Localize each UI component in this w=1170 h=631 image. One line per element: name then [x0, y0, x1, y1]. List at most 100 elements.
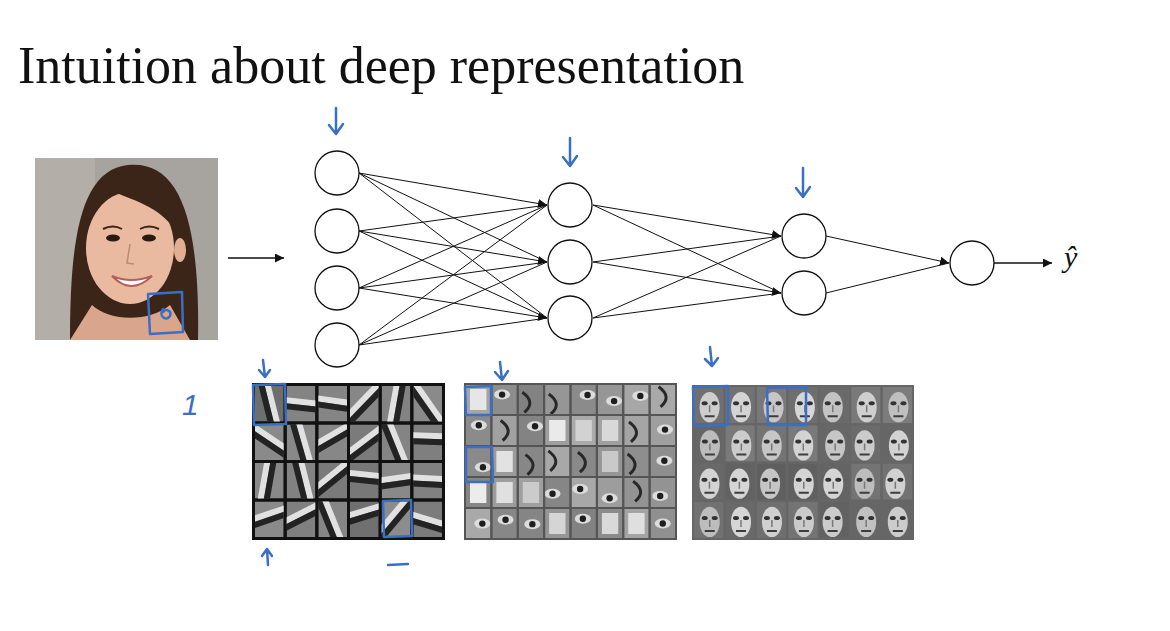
feature-shape — [700, 392, 720, 422]
feature-shape — [476, 422, 482, 428]
feature-shape — [661, 457, 667, 463]
feature-cell — [545, 478, 570, 507]
feature-cell — [572, 509, 596, 538]
feature-shape — [741, 443, 743, 450]
feature-shape — [757, 425, 786, 461]
feature-shape — [611, 398, 617, 404]
feature-shape — [900, 401, 906, 405]
edge-stripes — [312, 486, 350, 556]
feature-shape — [762, 478, 768, 482]
feature-cell — [883, 502, 912, 538]
feature-shape — [519, 478, 543, 507]
feature-shape — [369, 485, 419, 543]
feature-shape — [576, 420, 592, 441]
feature-shape — [862, 415, 872, 417]
feature-cell — [820, 464, 849, 500]
part-features — [464, 383, 677, 540]
feature-cell — [694, 502, 723, 538]
feature-cell — [788, 464, 817, 500]
feature-shape — [662, 426, 668, 432]
feature-shape — [655, 518, 671, 528]
feature-shape — [851, 425, 880, 461]
feature-cell — [851, 464, 880, 500]
feature-shape — [823, 392, 843, 422]
feature-shape — [855, 430, 875, 460]
network-connections — [359, 173, 949, 345]
edge-features — [235, 365, 463, 556]
feature-shape — [705, 530, 715, 532]
layer-number: 1 — [182, 388, 199, 421]
feature-cell — [725, 464, 754, 500]
feature-cell — [694, 425, 723, 461]
feature-shape — [519, 447, 543, 476]
feature-shape — [825, 430, 845, 460]
feature-shape — [660, 520, 666, 526]
feature-shape — [890, 492, 900, 494]
feature-shape — [864, 482, 866, 489]
feature-shape — [651, 447, 675, 476]
feature-shape — [651, 385, 675, 414]
feature-shape — [651, 416, 675, 445]
feature-cell — [389, 502, 460, 538]
feature-shape — [651, 478, 675, 507]
feature-cell — [572, 447, 596, 476]
feature-shape — [767, 530, 777, 532]
feature-shape — [392, 479, 463, 489]
grid-frame — [692, 385, 914, 540]
feature-cell — [820, 502, 849, 538]
feature-cell — [788, 425, 817, 461]
feature-cell — [545, 385, 569, 414]
feature-cell — [545, 447, 569, 476]
feature-shape — [572, 478, 596, 507]
feature-shape — [705, 453, 715, 455]
feature-shape — [773, 405, 775, 412]
feature-shape — [820, 464, 849, 500]
feature-shape — [584, 392, 590, 398]
feature-shape — [832, 405, 834, 412]
feature-shape — [380, 405, 412, 473]
edge-stripes — [389, 506, 460, 538]
feature-cell — [598, 385, 622, 414]
feature-cell — [725, 502, 754, 538]
feature-shape — [893, 415, 903, 417]
feature-shape — [598, 447, 622, 476]
feature-shape — [519, 509, 543, 538]
feature-cell — [883, 425, 912, 461]
feature-cell — [624, 478, 648, 507]
feature-cell — [519, 478, 543, 507]
feature-shape — [769, 415, 779, 417]
pen-annotations — [148, 108, 810, 565]
feature-shape — [524, 519, 540, 529]
feature-shape — [522, 392, 530, 412]
feature-shape — [548, 451, 556, 471]
feature-shape — [898, 443, 900, 450]
feature-shape — [709, 443, 711, 450]
feature-shape — [545, 478, 569, 507]
feature-shape — [828, 492, 838, 494]
feature-shape — [857, 439, 863, 443]
feature-shape — [624, 385, 648, 414]
feature-cell — [725, 425, 754, 461]
edge-stripes — [391, 432, 462, 446]
feature-shape — [888, 392, 908, 422]
feature-shape — [890, 516, 896, 520]
feature-shape — [405, 371, 451, 433]
feature-shape — [857, 392, 877, 422]
feature-shape — [701, 478, 707, 482]
feature-shape — [898, 405, 900, 412]
feature-shape — [757, 387, 786, 423]
feature-cell — [788, 387, 817, 423]
feature-cell — [545, 509, 569, 538]
feature-shape — [652, 491, 668, 501]
feature-shape — [598, 385, 622, 414]
feature-shape — [828, 530, 838, 532]
feature-shape — [549, 513, 565, 534]
feature-shape — [549, 394, 557, 414]
feature-shape — [860, 453, 870, 455]
feature-shape — [709, 520, 711, 527]
feature-shape — [657, 493, 663, 499]
feature-shape — [803, 482, 805, 489]
feature-cell — [598, 447, 622, 476]
feature-shape — [883, 425, 912, 461]
